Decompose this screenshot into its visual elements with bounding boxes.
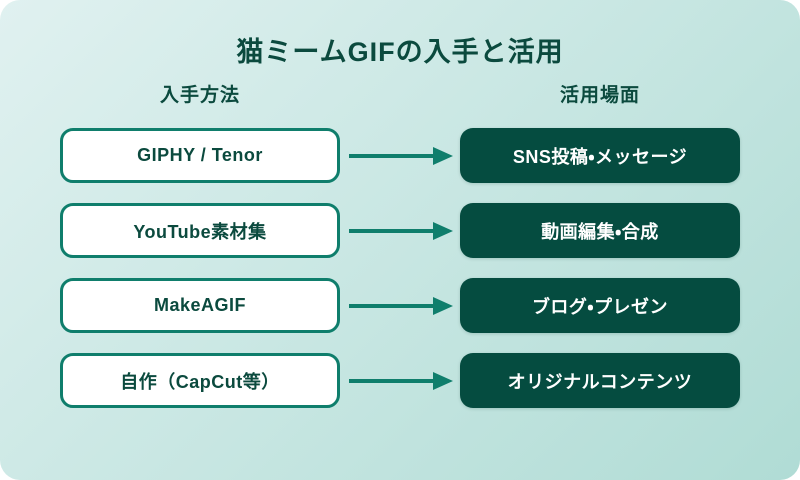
right-arrow-icon [340, 294, 460, 318]
diagram-row: YouTube素材集 動画編集・合成 [60, 203, 740, 258]
source-box-self-made: 自作（CapCut等） [60, 353, 340, 408]
source-box-makeagif: MakeAGIF [60, 278, 340, 333]
usage-box-original-content: オリジナルコンテンツ [460, 353, 740, 408]
usage-box-blog-presentation: ブログ・プレゼン [460, 278, 740, 333]
right-arrow-icon [340, 144, 460, 168]
column-headers: 入手方法 活用場面 [60, 80, 740, 107]
right-column-header: 活用場面 [559, 85, 640, 106]
diagram-row: MakeAGIF ブログ・プレゼン [60, 278, 740, 333]
source-box-giphy-tenor: GIPHY / Tenor [60, 128, 340, 183]
diagram-row: GIPHY / Tenor SNS投稿・メッセージ [60, 128, 740, 183]
diagram-rows: GIPHY / Tenor SNS投稿・メッセージ YouTube素材集 動画編… [60, 128, 740, 408]
diagram-row: 自作（CapCut等） オリジナルコンテンツ [60, 353, 740, 408]
usage-box-video-edit: 動画編集・合成 [460, 203, 740, 258]
usage-box-sns: SNS投稿・メッセージ [460, 128, 740, 183]
right-arrow-icon [340, 219, 460, 243]
right-arrow-icon [340, 369, 460, 393]
source-box-youtube: YouTube素材集 [60, 203, 340, 258]
page-title: 猫ミームGIFの入手と活用 [236, 37, 564, 67]
left-column-header: 入手方法 [159, 85, 240, 106]
